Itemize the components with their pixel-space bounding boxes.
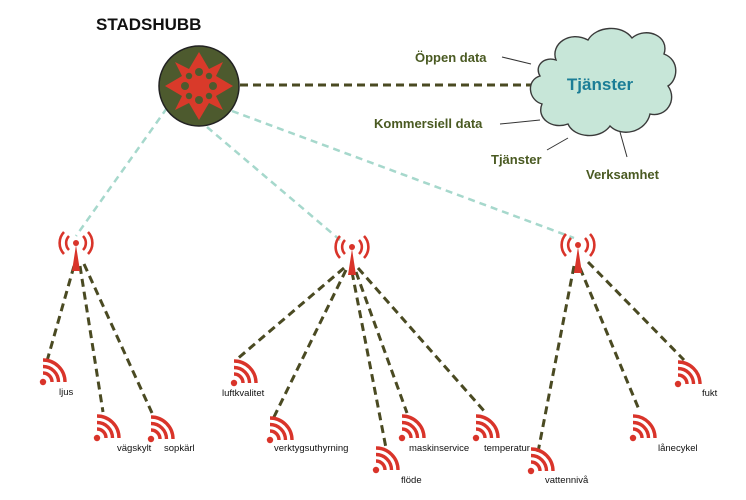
hub-title: STADSHUBB [96,15,201,34]
sensor-label-temperatur: temperatur [484,443,530,454]
annotation-services: Tjänster [491,152,542,167]
sensor-label-ljus: ljus [59,387,74,398]
services-cloud: Tjänster [529,27,677,137]
cloud-annotation-leaders [499,56,628,158]
sensor-label-lanecykel: lånecykel [658,443,698,454]
radio-tower-right-icon [560,232,596,275]
link-hub-tower-right [231,109,575,240]
link-hub-tower-middle [206,126,341,241]
link-temperatur [356,267,487,413]
annotation-open-data: Öppen data [415,50,487,65]
sensor-label-luftkvalitet: luftkvalitet [222,388,265,399]
link-luftkvalitet [235,266,345,362]
wifi-temperatur-icon [471,414,500,443]
wifi-ljus-icon [38,358,67,387]
wifi-maskinservice-icon [397,414,426,443]
tower-sensor-links [45,260,686,453]
hub-star-icon [165,52,233,120]
wifi-vagskylt-icon [92,414,121,443]
sensor-label-vattenniva: vattennivå [545,475,589,486]
wifi-verktygsuthyrning-icon [265,416,294,445]
link-flode [350,271,388,449]
radio-tower-left-icon [58,230,94,273]
annotation-business: Verksamhet [586,167,660,182]
wifi-luftkvalitet-icon [229,359,258,388]
sensor-label-flode: flöde [401,475,422,486]
leader-business [619,131,628,158]
link-lanecykel [578,267,642,413]
wifi-flode-icon [371,446,400,475]
sensor-label-fukt: fukt [702,388,718,399]
link-maskinservice [354,271,409,414]
wifi-sopkarl-icon [146,415,175,444]
sensor-label-sopkarl: sopkärl [164,443,195,454]
sensor-label-maskinservice: maskinservice [409,443,469,454]
cloud-label: Tjänster [567,75,634,94]
sensor-label-verktygsuthyrning: verktygsuthyrning [274,443,348,454]
link-sopkarl [82,263,154,414]
link-verktygsuthyrning [270,269,348,422]
leader-services [546,137,569,151]
wifi-fukt-icon [673,360,702,389]
link-vattenniva [536,265,576,453]
hub-tower-links [74,107,575,241]
leader-open-data [501,56,532,65]
leader-commercial-data [499,119,541,125]
hub-dots [181,68,217,104]
cloud-shape [529,27,677,137]
link-ljus [45,265,76,362]
sensor-label-vagskylt: vägskylt [117,443,152,454]
link-fukt [586,260,686,362]
wifi-vattenniva-icon [526,447,555,476]
annotation-commercial-data: Kommersiell data [374,116,483,131]
city-hub: STADSHUBB [96,15,240,127]
link-hub-tower-left [74,107,169,237]
link-vagskylt [78,265,105,413]
wifi-lanecykel-icon [628,414,657,443]
